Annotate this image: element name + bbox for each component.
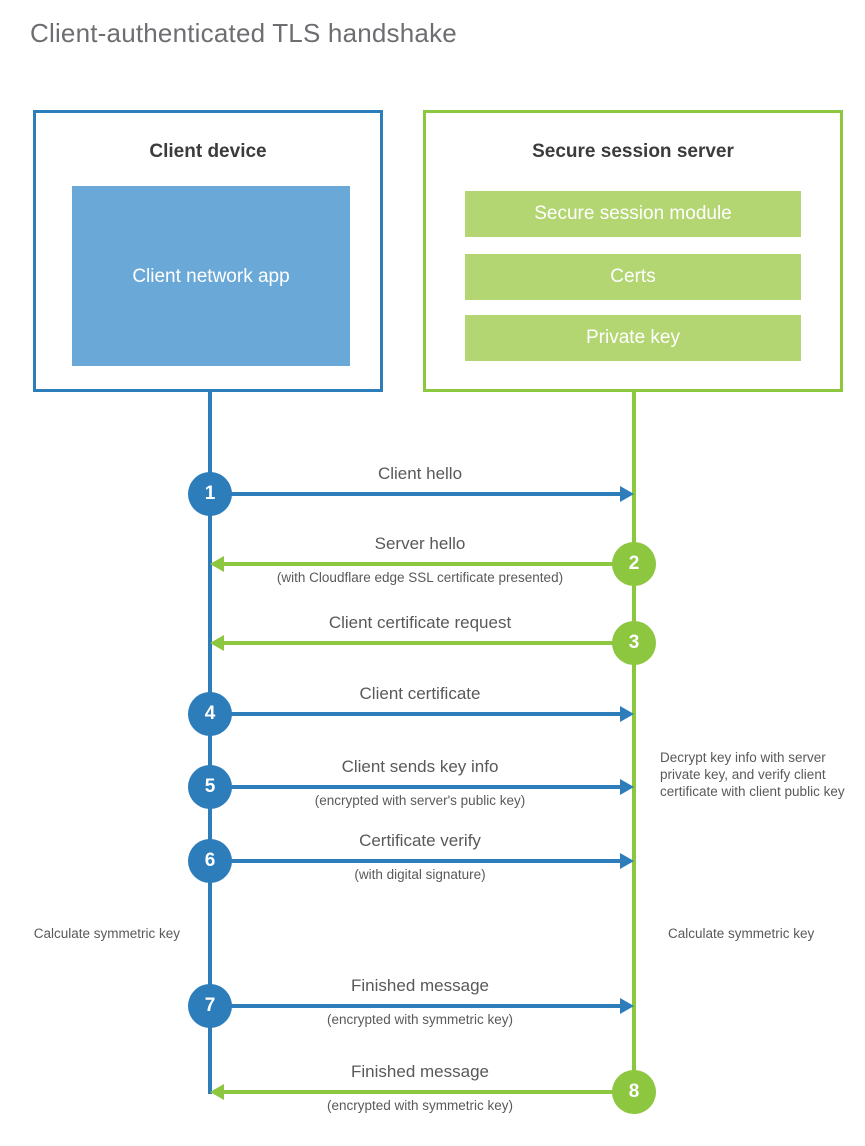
message-label-7: Finished message bbox=[351, 976, 489, 995]
step-number-badge-5: 5 bbox=[188, 765, 232, 809]
arrow-head-right-icon bbox=[620, 486, 634, 502]
server-module-secure-session-module: Secure session module bbox=[465, 191, 801, 237]
message-label-2: Server hello bbox=[374, 534, 466, 553]
message-label-1: Client hello bbox=[377, 464, 463, 483]
step-number-badge-1: 1 bbox=[188, 472, 232, 516]
client-device-box: Client device Client network app bbox=[33, 110, 383, 392]
message-sublabel-2: (with Cloudflare edge SSL certificate pr… bbox=[276, 570, 564, 585]
message-label-3: Client certificate request bbox=[328, 613, 512, 632]
step-number-badge-4: 4 bbox=[188, 692, 232, 736]
arrow-head-right-icon bbox=[620, 779, 634, 795]
message-line-4 bbox=[210, 712, 624, 716]
secure-session-server-box: Secure session server Secure session mod… bbox=[423, 110, 843, 392]
client-network-app-component: Client network app bbox=[72, 186, 350, 366]
server-module-private-key: Private key bbox=[465, 315, 801, 361]
message-line-6 bbox=[210, 859, 624, 863]
message-sublabel-6: (with digital signature) bbox=[354, 867, 486, 882]
secure-session-server-title: Secure session server bbox=[532, 141, 734, 162]
step-number-badge-7: 7 bbox=[188, 984, 232, 1028]
client-calculate-symmetric-key-annotation: Calculate symmetric key bbox=[33, 926, 180, 941]
step-number-badge-3: 3 bbox=[612, 621, 656, 665]
page-title: Client-authenticated TLS handshake bbox=[30, 18, 457, 48]
arrow-head-right-icon bbox=[620, 998, 634, 1014]
client-device-title: Client device bbox=[149, 141, 267, 162]
message-label-6: Certificate verify bbox=[359, 831, 481, 850]
arrow-head-right-icon bbox=[620, 853, 634, 869]
message-line-1 bbox=[210, 492, 624, 496]
server-decrypt-annotation: Decrypt key info with server private key… bbox=[660, 750, 845, 799]
server-calculate-symmetric-key-annotation: Calculate symmetric key bbox=[668, 926, 815, 941]
arrow-head-right-icon bbox=[620, 706, 634, 722]
arrow-head-left-icon bbox=[210, 1084, 224, 1100]
server-lifeline bbox=[632, 392, 636, 1094]
arrow-head-left-icon bbox=[210, 556, 224, 572]
message-line-5 bbox=[210, 785, 624, 789]
client-lifeline bbox=[208, 392, 212, 1094]
message-line-2 bbox=[218, 562, 634, 566]
message-line-7 bbox=[210, 1004, 624, 1008]
message-label-8: Finished message bbox=[351, 1062, 489, 1081]
message-sublabel-8: (encrypted with symmetric key) bbox=[326, 1098, 514, 1113]
step-number-badge-8: 8 bbox=[612, 1070, 656, 1114]
step-number-badge-6: 6 bbox=[188, 839, 232, 883]
step-number-badge-2: 2 bbox=[612, 542, 656, 586]
message-line-3 bbox=[218, 641, 634, 645]
arrow-head-left-icon bbox=[210, 635, 224, 651]
message-line-8 bbox=[218, 1090, 634, 1094]
message-label-5: Client sends key info bbox=[341, 757, 499, 776]
message-sublabel-7: (encrypted with symmetric key) bbox=[326, 1012, 514, 1027]
server-module-certs: Certs bbox=[465, 254, 801, 300]
message-sublabel-5: (encrypted with server's public key) bbox=[314, 793, 526, 808]
message-label-4: Client certificate bbox=[359, 684, 481, 703]
